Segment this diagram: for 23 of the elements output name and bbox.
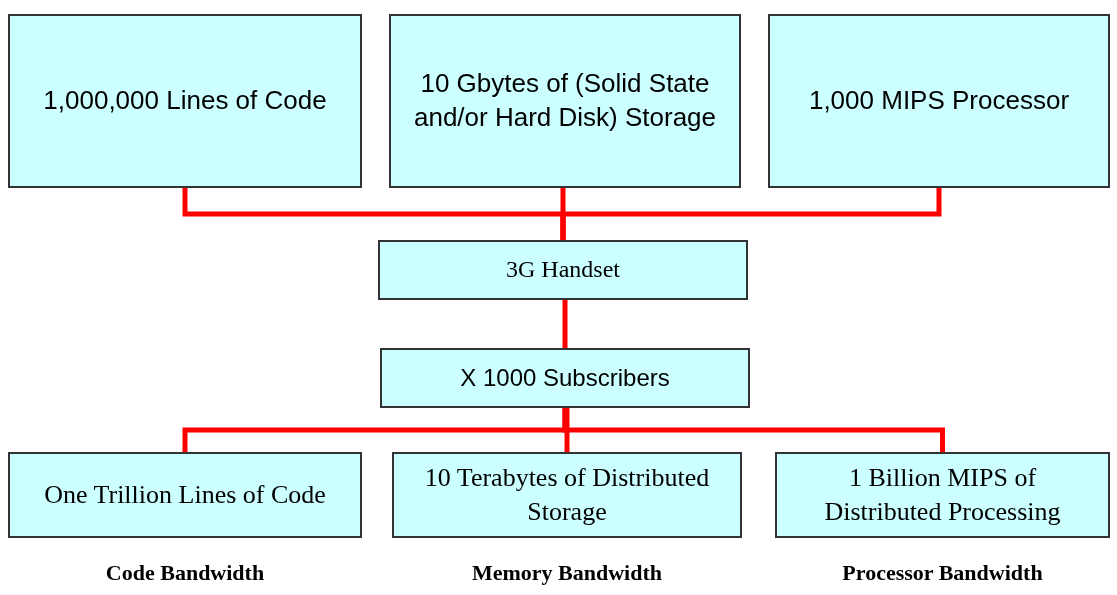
box-text: 1,000 MIPS Processor	[808, 84, 1070, 118]
box-text: X 1000 Subscribers	[460, 363, 670, 394]
box-text: 10 Gbytes of (Solid State and/or Hard Disk) Storage	[413, 67, 717, 134]
process-box	[392, 452, 742, 538]
connector-line	[562, 408, 945, 452]
process-box	[380, 348, 750, 408]
process-box	[389, 14, 741, 188]
process-box	[378, 240, 748, 300]
caption-label: Processor Bandwidth	[842, 560, 1043, 586]
process-box	[768, 14, 1110, 188]
connector-line	[562, 300, 568, 348]
connector-line	[564, 408, 570, 452]
box-text: One Trillion Lines of Code	[44, 479, 326, 512]
connector-line	[560, 188, 942, 240]
process-box	[8, 452, 362, 538]
box-text: 10 Terabytes of Distributed Storage	[423, 462, 711, 528]
box-text: 1 Billion MIPS of Distributed Processing	[823, 462, 1062, 528]
box-text: 3G Handset	[506, 255, 620, 285]
caption-label: Code Bandwidth	[105, 560, 265, 586]
process-box	[8, 14, 362, 188]
process-box	[775, 452, 1110, 538]
caption-label: Memory Bandwidth	[471, 560, 663, 586]
box-text: 1,000,000 Lines of Code	[43, 84, 327, 118]
